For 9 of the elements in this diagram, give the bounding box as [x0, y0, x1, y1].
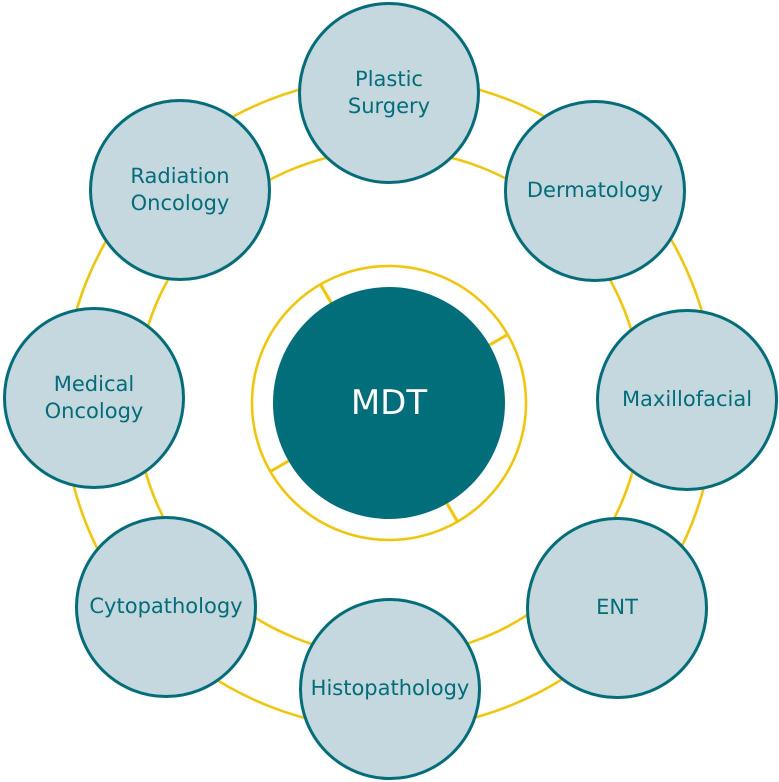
specialty-label: Plastic Surgery: [346, 66, 432, 120]
specialty-label: Maxillofacial: [622, 386, 752, 414]
specialty-label: ENT: [596, 594, 638, 622]
specialty-label: Medical Oncology: [44, 370, 144, 425]
specialty-label: Cytopathology: [89, 593, 243, 620]
specialty-label: Radiation Oncology: [129, 162, 231, 217]
center-label: MDT: [350, 383, 428, 423]
specialty-label: Histopathology: [310, 675, 470, 702]
specialty-label: Dermatology: [526, 177, 664, 204]
